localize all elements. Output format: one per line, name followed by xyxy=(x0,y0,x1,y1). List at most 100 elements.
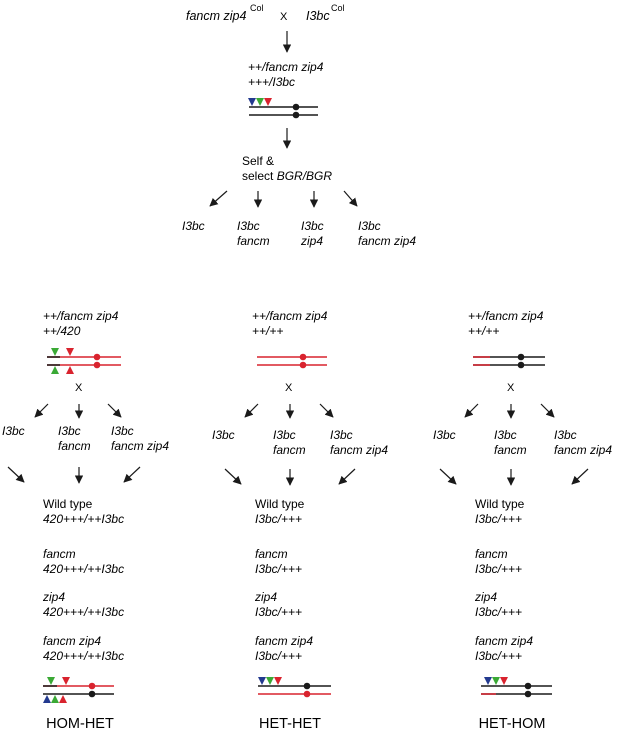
parent-genotype-line2: ++/++ xyxy=(252,324,283,338)
branch-arrow xyxy=(319,403,334,418)
result-chromosome-pair xyxy=(481,677,552,698)
progeny-line2: fancm xyxy=(237,234,270,248)
centromere xyxy=(292,103,300,111)
progeny-line1: I3bc xyxy=(301,219,324,233)
top-cross-symbol: X xyxy=(280,11,288,23)
panel-het-het: ++/fancm zip4 ++/++ X I3bc I3bc fancm I3… xyxy=(212,309,388,732)
genotype-value: I3bc/+++ xyxy=(255,649,302,663)
panel-het-hom: ++/fancm zip4 ++/++ X I3bc I3bc fancm I3… xyxy=(433,309,612,732)
green-marker-icon xyxy=(51,695,59,703)
parent-a-label: fancm zip4 xyxy=(186,9,246,23)
centromere xyxy=(299,353,307,361)
genotype-name: zip4 xyxy=(474,590,497,604)
centromere xyxy=(299,361,307,369)
genotype-value: I3bc/+++ xyxy=(475,605,522,619)
genotype-value: 420+++/++I3bc xyxy=(43,512,124,526)
centromere xyxy=(93,361,101,369)
line-label: I3bc xyxy=(554,428,577,442)
line-label: I3bc xyxy=(273,428,296,442)
top-section: fancm zip4 Col X I3bc Col ++/fancm zip4 … xyxy=(182,3,416,248)
line-label: fancm zip4 xyxy=(554,443,612,457)
progeny-line1: I3bc xyxy=(358,219,381,233)
parent-chromosome-pair xyxy=(47,348,121,374)
centromere xyxy=(303,690,311,698)
genotype-value: I3bc/+++ xyxy=(255,605,302,619)
line-label: I3bc xyxy=(58,424,81,438)
red-marker-icon xyxy=(274,677,282,685)
merge-arrow xyxy=(7,466,25,483)
centromere xyxy=(292,111,300,119)
top-branch-arrow xyxy=(343,190,358,207)
genotype-value: I3bc/+++ xyxy=(475,562,522,576)
green-marker-icon xyxy=(266,677,274,685)
panel-hom-het: ++/fancm zip4 ++/420 X I3bc I3bc fancm I… xyxy=(2,309,169,732)
red-marker-icon xyxy=(264,98,272,106)
merge-arrow xyxy=(439,468,457,485)
branch-arrow xyxy=(464,403,479,418)
green-marker-icon xyxy=(492,677,500,685)
line-label: I3bc xyxy=(111,424,134,438)
genotype-name: fancm zip4 xyxy=(475,634,533,648)
merge-arrow xyxy=(571,468,589,485)
genotype-value: I3bc/+++ xyxy=(475,649,522,663)
green-marker-icon xyxy=(51,348,59,356)
genotype-name: fancm zip4 xyxy=(255,634,313,648)
top-progeny-lines: I3bc I3bc fancm I3bc zip4 I3bc fancm zip… xyxy=(182,219,416,248)
progeny-line1: I3bc xyxy=(182,219,205,233)
merge-arrow xyxy=(338,468,356,485)
panel-label: HET-HET xyxy=(259,716,321,732)
parent-a-superscript: Col xyxy=(250,3,264,13)
panel-label: HOM-HET xyxy=(46,716,114,732)
panel-label: HET-HOM xyxy=(479,716,546,732)
genotype-list: Wild type 420+++/++I3bc fancm 420+++/++I… xyxy=(42,497,124,663)
centromere xyxy=(524,682,532,690)
red-marker-icon xyxy=(66,366,74,374)
branch-arrow xyxy=(540,403,555,418)
line-label: I3bc xyxy=(433,428,456,442)
parent-genotype-line1: ++/fancm zip4 xyxy=(468,309,544,323)
line-label: fancm xyxy=(58,439,91,453)
centromere xyxy=(88,690,96,698)
line-label: I3bc xyxy=(330,428,353,442)
line-label: fancm zip4 xyxy=(111,439,169,453)
progeny-line2: fancm zip4 xyxy=(358,234,416,248)
green-marker-icon xyxy=(47,677,55,685)
cross-symbol: X xyxy=(285,382,293,394)
green-marker-icon xyxy=(256,98,264,106)
branch-arrow xyxy=(107,403,122,418)
progeny-line2: zip4 xyxy=(300,234,323,248)
self-label-line1: Self & xyxy=(242,154,274,168)
centromere xyxy=(88,682,96,690)
line-label: I3bc xyxy=(494,428,517,442)
branch-arrow xyxy=(34,403,49,418)
line-label: I3bc xyxy=(2,424,25,438)
top-branch-arrow xyxy=(209,190,228,207)
merge-arrow xyxy=(224,468,242,485)
green-marker-icon xyxy=(51,366,59,374)
cross-symbol: X xyxy=(75,382,83,394)
cross-symbol: X xyxy=(507,382,515,394)
centromere xyxy=(303,682,311,690)
genotype-value: 420+++/++I3bc xyxy=(43,605,124,619)
f1-genotype-line2: +++/I3bc xyxy=(248,75,295,89)
line-label: I3bc xyxy=(212,428,235,442)
blue-marker-icon xyxy=(258,677,266,685)
parent-chromosome-pair xyxy=(257,353,327,369)
parent-genotype-line1: ++/fancm zip4 xyxy=(43,309,119,323)
line-label: fancm zip4 xyxy=(330,443,388,457)
merge-arrow xyxy=(123,466,141,483)
genotype-name: Wild type xyxy=(255,497,305,511)
parent-chromosome-pair xyxy=(473,353,545,369)
genotype-name: zip4 xyxy=(254,590,277,604)
parent-genotype-line2: ++/420 xyxy=(43,324,81,338)
genotype-list: Wild type I3bc/+++ fancm I3bc/+++ zip4 I… xyxy=(474,497,533,663)
result-chromosome-pair xyxy=(43,677,114,703)
self-label-line2: select BGR/BGR xyxy=(242,169,332,183)
centromere xyxy=(517,361,525,369)
centromere xyxy=(524,690,532,698)
blue-marker-icon xyxy=(43,695,51,703)
genotype-list: Wild type I3bc/+++ fancm I3bc/+++ zip4 I… xyxy=(254,497,313,663)
red-marker-icon xyxy=(59,695,67,703)
genotype-name: Wild type xyxy=(475,497,525,511)
